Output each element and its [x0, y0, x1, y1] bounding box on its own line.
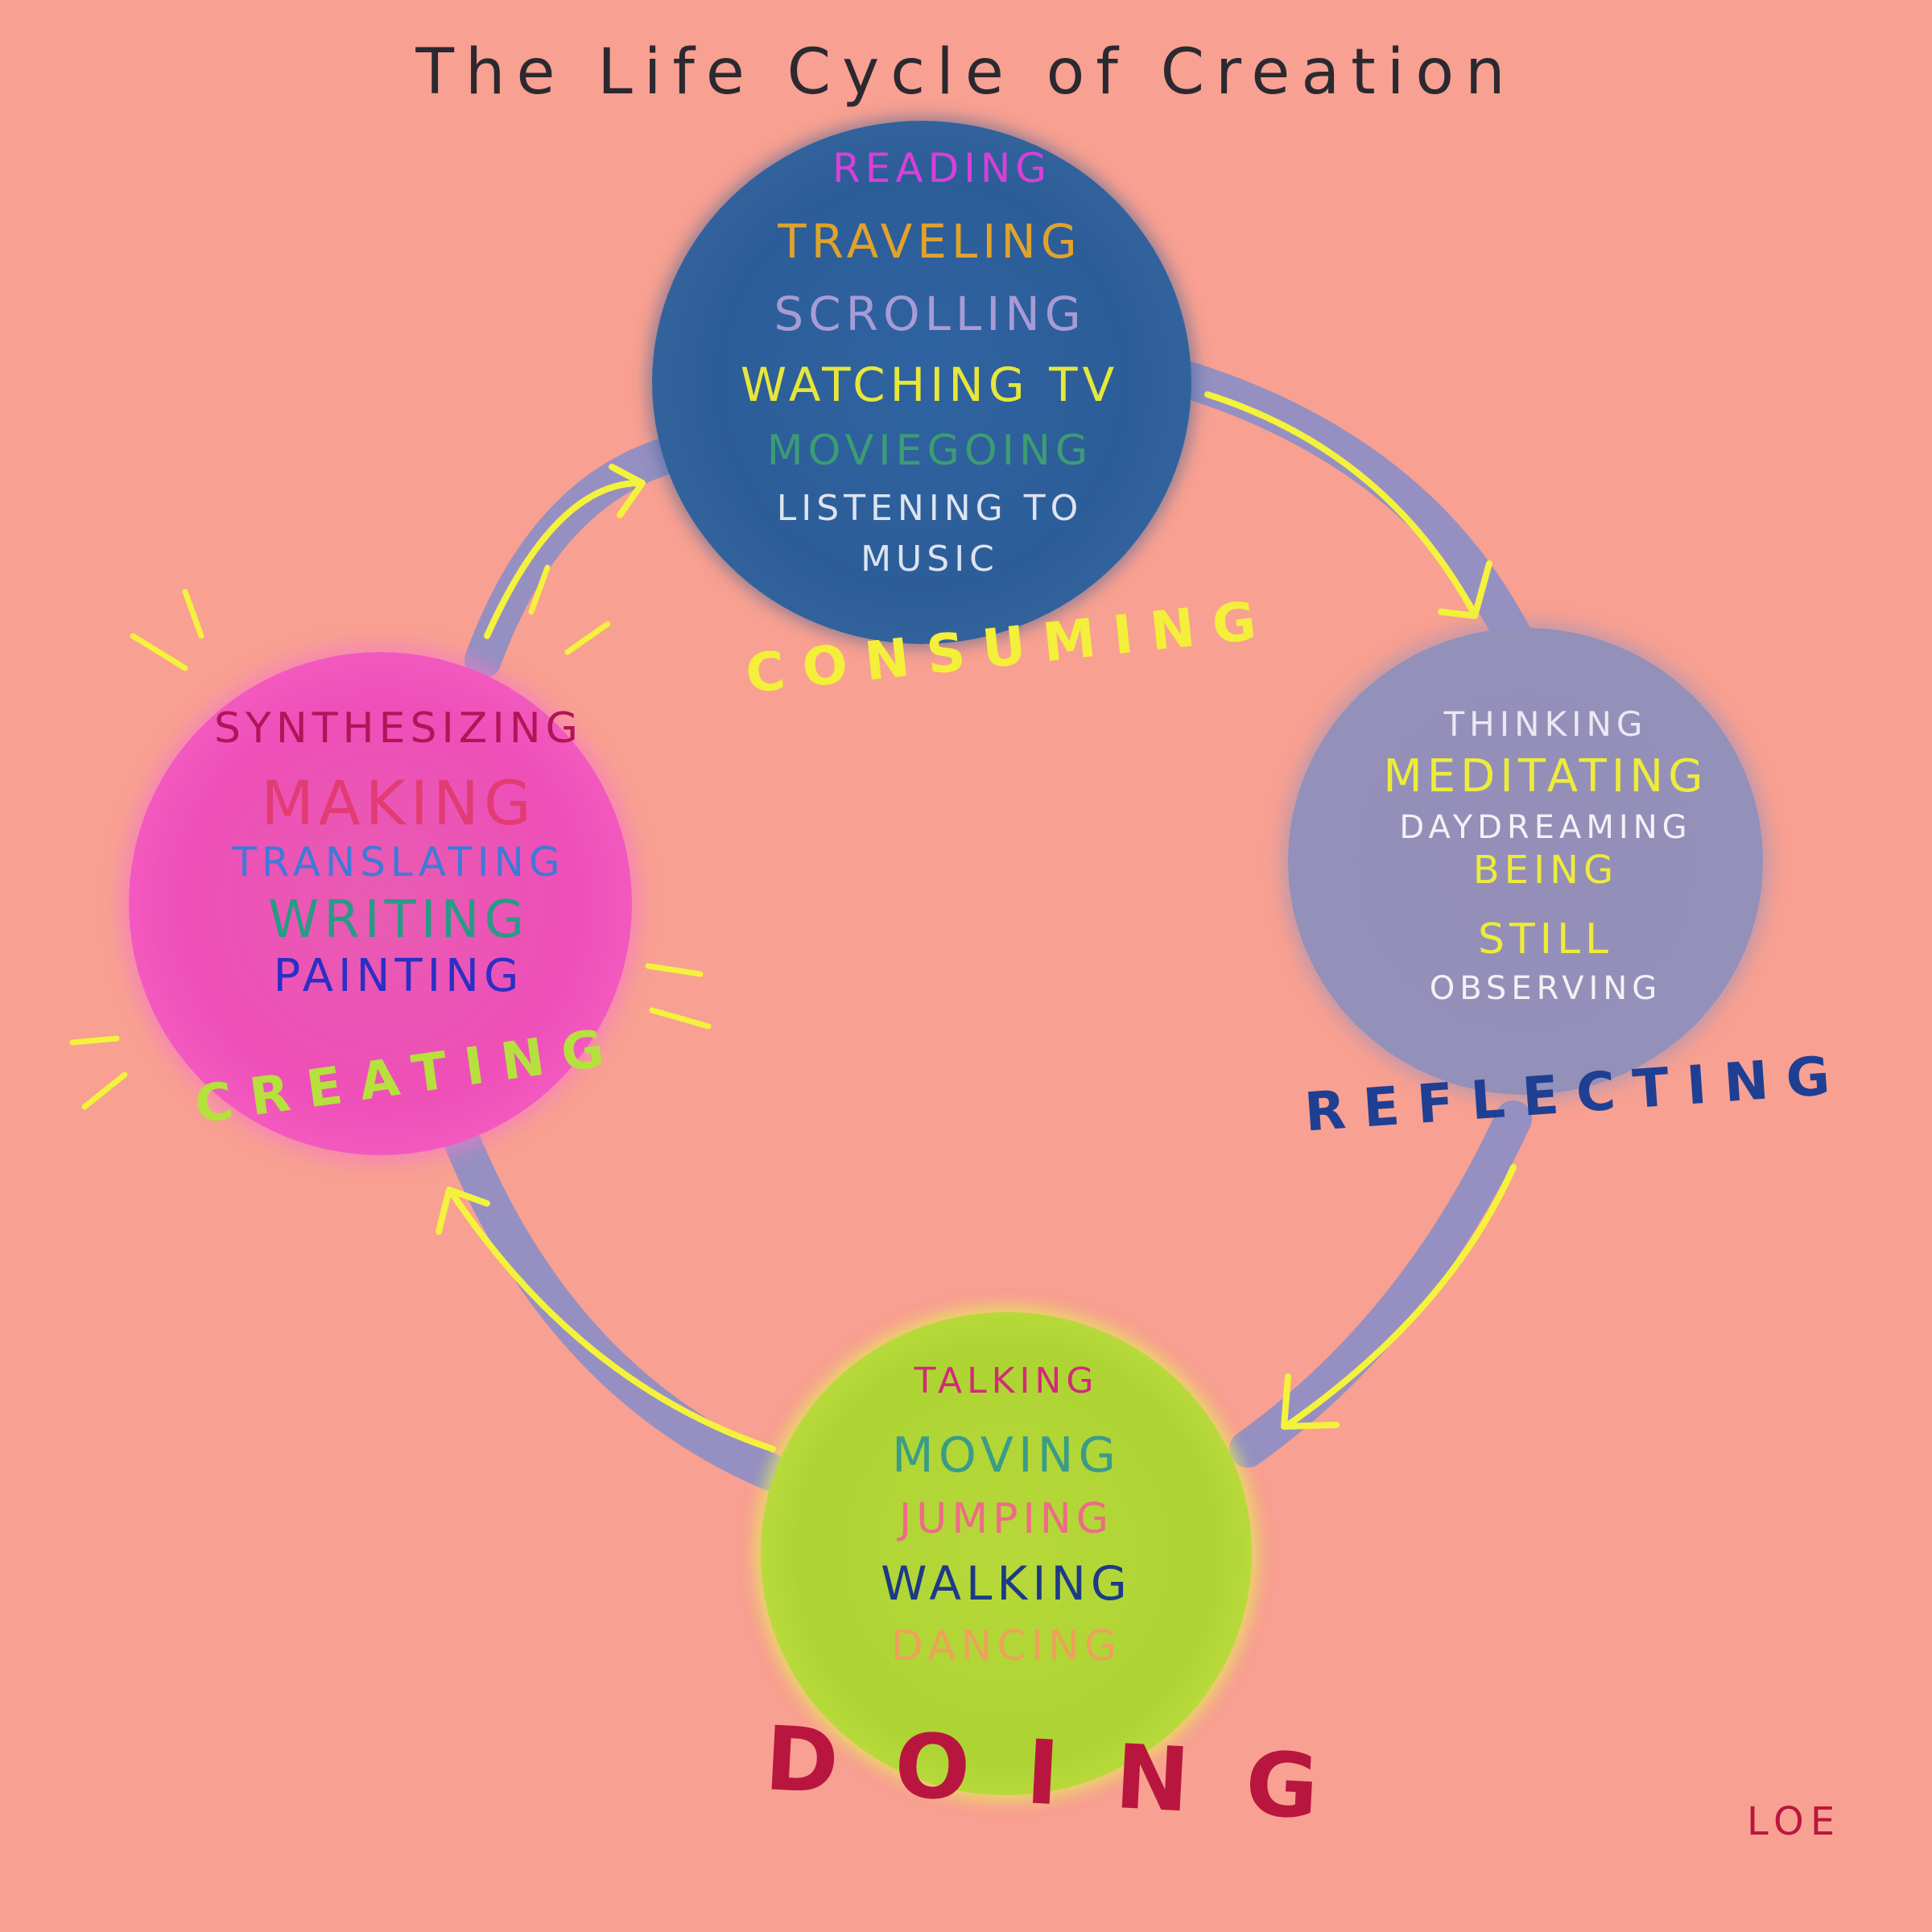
- doing-circle: [761, 1312, 1252, 1795]
- reflecting-item: OBSERVING: [1429, 970, 1662, 1007]
- creating-circle: [129, 652, 632, 1155]
- reflecting-items: THINKING MEDITATING DAYDREAMING BEING ST…: [1352, 704, 1739, 1007]
- creating-item: WRITING: [267, 890, 530, 950]
- doing-item: MOVING: [891, 1427, 1121, 1484]
- arrow-consume-to-reflect: [1204, 391, 1476, 615]
- arrow-reflect-to-do: [1285, 1164, 1517, 1428]
- consuming-item: READING: [832, 145, 1051, 192]
- doing-item: TALKING: [914, 1360, 1099, 1402]
- doing-item: WALKING: [881, 1556, 1132, 1611]
- arrowhead-do: [1281, 1373, 1340, 1430]
- reflecting-circle: [1288, 628, 1763, 1095]
- arrowhead-consume: [609, 464, 646, 518]
- arrowhead-create: [436, 1187, 490, 1235]
- sparkle-lines: [69, 564, 712, 1110]
- arrow-create-to-consume: [484, 480, 643, 639]
- reflecting-item: THINKING: [1443, 704, 1648, 744]
- consuming-item: LISTENING TO: [776, 488, 1084, 529]
- ring-segment-create-consume: [464, 432, 703, 679]
- creating-items: SYNTHESIZING MAKING TRANSLATING WRITING …: [173, 704, 624, 1002]
- consuming-item: SCROLLING: [774, 287, 1086, 341]
- reflecting-item: MEDITATING: [1383, 750, 1708, 803]
- consuming-item: TRAVELING: [778, 214, 1082, 269]
- arrowhead-reflect: [1438, 560, 1492, 619]
- ring-segment-do-create: [444, 1125, 791, 1492]
- reflecting-item: STILL: [1477, 915, 1614, 964]
- doing-items: TALKING MOVING JUMPING WALKING DANCING: [805, 1360, 1208, 1670]
- creating-item: TRANSLATING: [232, 839, 565, 886]
- creating-item: SYNTHESIZING: [214, 704, 583, 753]
- doing-item: DANCING: [890, 1622, 1122, 1670]
- artist-signature: LOE: [1747, 1799, 1842, 1844]
- consuming-circle: [652, 121, 1191, 644]
- consuming-item: MOVIEGOING: [766, 427, 1093, 475]
- arrow-do-to-create: [448, 1188, 776, 1452]
- diagram-title: The Life Cycle of Creation: [415, 36, 1517, 109]
- reflecting-item: DAYDREAMING: [1399, 809, 1692, 846]
- consuming-items: READING TRAVELING SCROLLING WATCHING TV …: [708, 145, 1151, 580]
- doing-item: JUMPING: [898, 1495, 1114, 1543]
- creating-item: MAKING: [261, 767, 536, 839]
- consuming-item: WATCHING TV: [740, 357, 1120, 412]
- consuming-item: MUSIC: [861, 539, 999, 580]
- creating-item: PAINTING: [273, 950, 524, 1002]
- ring-segment-reflect-do: [1229, 1100, 1532, 1468]
- reflecting-item: BEING: [1472, 848, 1619, 893]
